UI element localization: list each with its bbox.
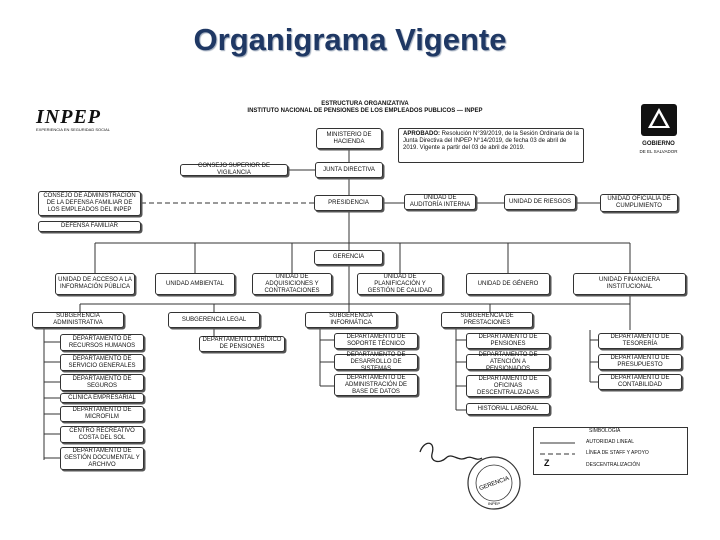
stamp-ring: INPEP xyxy=(488,501,500,506)
chart-header-line1: ESTRUCTURA ORGANIZATIVA xyxy=(321,101,409,107)
gobierno-line1: GOBIERNO xyxy=(642,141,675,147)
coat-of-arms-icon xyxy=(640,104,677,136)
box-oficinas-descentralizadas: DEPARTAMENTO DE OFICINAS DESCENTRALIZADA… xyxy=(466,375,550,397)
decentralization-icon: Z xyxy=(544,458,550,468)
legend-title: SIMBOLOGÍA xyxy=(589,428,621,434)
approval-label: APROBADO: xyxy=(403,131,440,137)
box-planificacion: UNIDAD DE PLANIFICACIÓN Y GESTIÓN DE CAL… xyxy=(357,273,443,295)
box-rrhh: DEPARTAMENTO DE RECURSOS HUMANOS xyxy=(60,334,144,351)
approval-text: Resolución N°39/2019, de la Sesión Ordin… xyxy=(403,131,579,151)
signature-icon xyxy=(419,442,483,463)
box-junta: JUNTA DIRECTIVA xyxy=(315,162,383,178)
inpep-logo: INPEP EXPERIENCIA EN SEGURIDAD SOCIAL xyxy=(36,106,121,132)
box-contabilidad: DEPARTAMENTO DE CONTABILIDAD xyxy=(598,374,682,390)
logo-subtitle: EXPERIENCIA EN SEGURIDAD SOCIAL xyxy=(36,127,111,132)
box-servicios-generales: DEPARTAMENTO DE SERVICIO GENERALES xyxy=(60,354,144,371)
box-sub-prestaciones: SUBGERENCIA DE PRESTACIONES xyxy=(441,312,533,328)
box-adquisiciones: UNIDAD DE ADQUISICIONES Y CONTRATACIONES xyxy=(252,273,332,295)
box-sub-administrativa: SUBGERENCIA ADMINISTRATIVA xyxy=(32,312,124,328)
box-defensa-familiar: DEFENSA FAMILIAR xyxy=(38,221,141,232)
box-desarrollo: DEPARTAMENTO DE DESARROLLO DE SISTEMAS xyxy=(334,352,418,372)
gobierno-line2: DE EL SALVADOR xyxy=(639,149,678,154)
box-seguros: DEPARTAMENTO DE SEGUROS xyxy=(60,374,144,391)
box-gestion-documental: DEPARTAMENTO DE GESTIÓN DOCUMENTAL Y ARC… xyxy=(60,447,144,470)
box-atencion: DEPARTAMENTO DE ATENCIÓN A PENSIONADOS xyxy=(466,352,550,372)
box-microfilm: DEPARTAMENTO DE MICROFILM xyxy=(60,406,144,422)
box-pensiones: DEPARTAMENTO DE PENSIONES xyxy=(466,333,550,349)
slide-title: Organigrama Vigente xyxy=(193,22,507,57)
box-presidencia: PRESIDENCIA xyxy=(314,195,383,211)
box-centro-recreativo: CENTRO RECREATIVO COSTA DEL SOL xyxy=(60,426,144,443)
box-auditoria: UNIDAD DE AUDITORÍA INTERNA xyxy=(404,194,476,210)
box-juridico: DEPARTAMENTO JURÍDICO DE PENSIONES xyxy=(199,336,285,352)
box-presupuesto: DEPARTAMENTO DE PRESUPUESTO xyxy=(598,354,682,370)
box-clinica: CLÍNICA EMPRESARIAL xyxy=(60,393,144,403)
box-ministerio: MINISTERIO DE HACIENDA xyxy=(316,128,382,149)
legend: SIMBOLOGÍA AUTORIDAD LINEAL LÍNEA DE STA… xyxy=(533,427,688,475)
box-consejo-vigilancia: CONSEJO SUPERIOR DE VIGILANCIA xyxy=(180,163,288,176)
logo-text: INPEP xyxy=(36,106,101,128)
stamp-text: GERENCIA xyxy=(479,476,511,492)
box-tesoreria: DEPARTAMENTO DE TESORERÍA xyxy=(598,333,682,349)
legend-descentralizacion: DESCENTRALIZACIÓN xyxy=(586,462,640,468)
box-historial-laboral: HISTORIAL LABORAL xyxy=(466,403,550,415)
box-ambiental: UNIDAD AMBIENTAL xyxy=(155,273,235,295)
box-gerencia: GERENCIA xyxy=(314,250,383,265)
legend-linea: AUTORIDAD LINEAL xyxy=(586,439,634,445)
box-acceso-informacion: UNIDAD DE ACCESO A LA INFORMACIÓN PÚBLIC… xyxy=(55,273,135,295)
gobierno-logo: GOBIERNO DE EL SALVADOR xyxy=(631,102,686,155)
box-consejo-admin: CONSEJO DE ADMINISTRACIÓN DE LA DEFENSA … xyxy=(38,191,141,216)
chart-header-line2: INSTITUTO NACIONAL DE PENSIONES DE LOS E… xyxy=(247,108,483,114)
box-genero: UNIDAD DE GÉNERO xyxy=(466,273,550,295)
approval-note: APROBADO: Resolución N°39/2019, de la Se… xyxy=(398,128,584,163)
box-financiera: UNIDAD FINANCIERA INSTITUCIONAL xyxy=(573,273,686,295)
stamp-icon: GERENCIA INPEP xyxy=(467,456,521,510)
box-base-datos: DEPARTAMENTO DE ADMINISTRACIÓN DE BASE D… xyxy=(334,374,418,396)
box-riesgos: UNIDAD DE RIESGOS xyxy=(504,194,576,210)
box-cumplimiento: UNIDAD OFICIALÍA DE CUMPLIMIENTO xyxy=(600,194,678,212)
box-sub-legal: SUBGERENCIA LEGAL xyxy=(168,312,260,328)
box-soporte: DEPARTAMENTO DE SOPORTE TÉCNICO xyxy=(334,333,418,349)
legend-staff: LÍNEA DE STAFF Y APOYO xyxy=(586,450,649,456)
box-sub-informatica: SUBGERENCIA INFORMÁTICA xyxy=(305,312,397,328)
